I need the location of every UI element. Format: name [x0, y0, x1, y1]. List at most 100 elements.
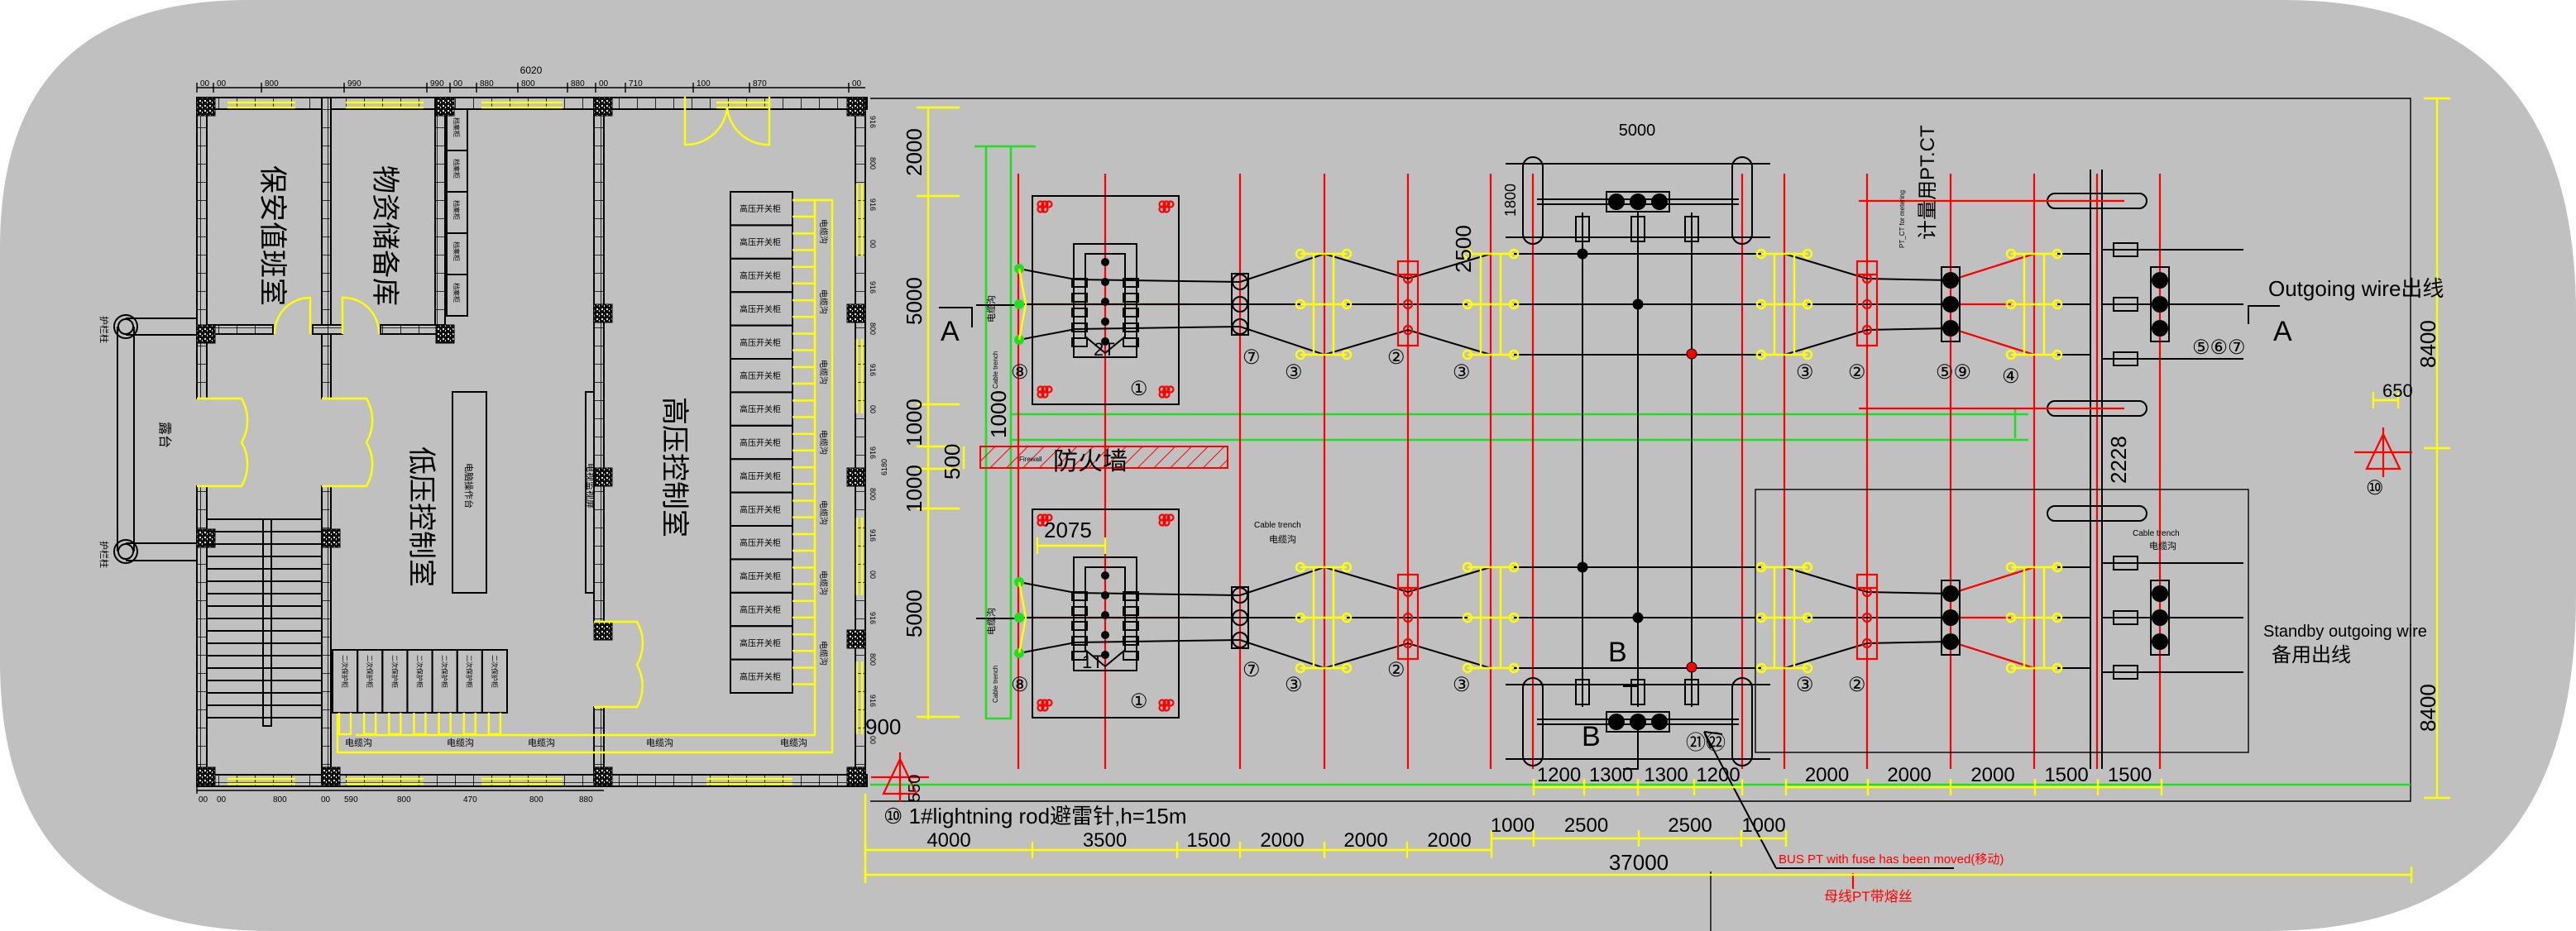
wall — [321, 97, 332, 399]
hv-switchgear-panel-label: 高压开关柜 — [740, 237, 781, 248]
building-top-dim: 00 — [453, 79, 463, 88]
window-top — [227, 101, 295, 109]
outgoing-fuse — [2113, 556, 2138, 571]
radiator-fin — [1123, 278, 1139, 288]
bus-pt — [1606, 191, 1670, 212]
lightning-rod-note: ⑩ 1#lightning rod避雷针,h=15m — [883, 804, 1187, 828]
foundation-anchor — [1041, 390, 1049, 399]
window-right — [855, 518, 864, 595]
bus-junction — [1577, 561, 1588, 573]
lightning-rod-10 — [2354, 427, 2412, 477]
hv-switchgear-panel-label: 高压开关柜 — [740, 470, 781, 481]
bus-pt-pole — [1651, 714, 1668, 730]
breaker-link — [1950, 327, 2035, 356]
hv-switchgear-panel-label: 高压开关柜 — [740, 504, 781, 515]
circuit-breaker — [2150, 580, 2170, 656]
outgoing-fuse — [2113, 610, 2138, 625]
window-top — [346, 101, 424, 109]
radiator-fin — [1071, 591, 1088, 601]
bay-transformer-2t — [976, 195, 2243, 405]
building-top-dim: 00 — [200, 79, 210, 88]
dim-2228: 2228 — [2106, 436, 2131, 484]
building-top-dim: 00 — [599, 79, 609, 88]
insulator-cap — [2052, 561, 2063, 573]
bus-pt-pole — [1630, 714, 1646, 730]
equipment-callout-bottom: ② — [1387, 659, 1405, 681]
foundation-anchor — [1162, 518, 1171, 527]
insulator-cap — [1508, 248, 1520, 260]
foundation-anchor — [1162, 205, 1171, 213]
cable-trench-label: 电缆沟 — [818, 641, 829, 666]
insulator-cap — [1295, 349, 1306, 360]
cable-trench-label: 电缆沟 — [818, 360, 829, 384]
transformer-2t-label: 2T — [1094, 339, 1115, 360]
insulator-cap — [1802, 662, 1813, 674]
equipment-callout-top: ③ — [1453, 361, 1471, 384]
cable-trench-label: 电缆沟 — [818, 571, 829, 595]
disconnector-frame — [1396, 260, 1420, 347]
console-label: 电脑操作台 — [463, 463, 475, 508]
bus-pt-note-en: BUS PT with fuse has been moved(移动) — [1779, 852, 2004, 867]
building-right-dim: 916 — [869, 446, 877, 459]
railing-column — [113, 539, 138, 564]
outgoing-spacing-dim: 2000 — [1970, 764, 2014, 786]
bus-fuse — [1684, 216, 1699, 242]
building-right-dim: 00 — [869, 405, 877, 413]
foundation-anchor — [1041, 205, 1049, 213]
hv-switchgear-panel-label: 高压开关柜 — [740, 604, 781, 615]
dim-1000-inner: 1000 — [986, 390, 1011, 438]
building-bottom-dim: 800 — [273, 795, 287, 804]
yard-left-dim: 5000 — [902, 590, 926, 637]
foundation-anchor — [1158, 205, 1166, 213]
radiator-fin — [1071, 636, 1088, 646]
archive-cabinet-label: 档案柜 — [452, 117, 461, 137]
radiator-fin — [1071, 293, 1088, 303]
building-right-dim: 800 — [869, 322, 877, 335]
bus-pt-pole — [1630, 193, 1646, 210]
disconnector-contact — [1861, 612, 1873, 623]
dim-2075: 2075 — [1044, 518, 1092, 542]
standby-outgoing-label-cn: 备用出线 — [2272, 644, 2351, 666]
insulator-cap — [1341, 662, 1353, 674]
archive-cabinet-label: 档案柜 — [452, 241, 461, 261]
building-bottom-dim: 800 — [529, 795, 543, 804]
cable-trench-label: 电缆沟 — [818, 289, 829, 314]
building-side-dim: 6180 — [880, 459, 888, 475]
insulator-cap — [1802, 298, 1813, 310]
equipment-callout-top: ③ — [1285, 361, 1303, 384]
window-top — [716, 101, 769, 109]
outgoing-wire-label: Outgoing wire出线 — [2268, 276, 2444, 301]
building-right-dim: 916 — [869, 281, 877, 294]
window-bottom — [706, 777, 792, 785]
callout-lightning: ⑩ — [2366, 477, 2384, 499]
ct-coil — [1232, 296, 1248, 313]
panel-cable-link — [462, 713, 476, 736]
terminal-dot — [1014, 613, 1024, 623]
yard-left-dim: 5000 — [902, 277, 926, 325]
column — [196, 528, 216, 548]
column — [593, 766, 613, 786]
dim-row-low: 3500 — [1083, 829, 1127, 852]
breaker-pole — [2152, 633, 2168, 650]
outgoing-spacing-dim: 1500 — [2044, 764, 2088, 786]
outgoing-fuse — [2113, 351, 2138, 366]
equipment-callout-top: ② — [1848, 361, 1866, 384]
foundation-anchor — [1166, 513, 1175, 522]
door-swing-hv-room — [594, 620, 644, 709]
bus-fuse — [1684, 679, 1699, 705]
section-a-mark-left — [939, 307, 973, 327]
hv-switchgear-panel-label: 高压开关柜 — [740, 303, 781, 314]
foundation-anchor — [1162, 704, 1171, 712]
breaker-link — [1950, 566, 2035, 595]
railing-column — [113, 314, 138, 339]
window-right — [855, 661, 864, 734]
breaker-pole — [1942, 272, 1959, 289]
building-bottom-dim: 00 — [217, 795, 227, 804]
disconnector-contact — [1861, 298, 1873, 310]
breaker-pole — [1942, 633, 1959, 650]
disconnector-contact — [1402, 298, 1414, 310]
dim-8400-top: 8400 — [2416, 320, 2440, 368]
